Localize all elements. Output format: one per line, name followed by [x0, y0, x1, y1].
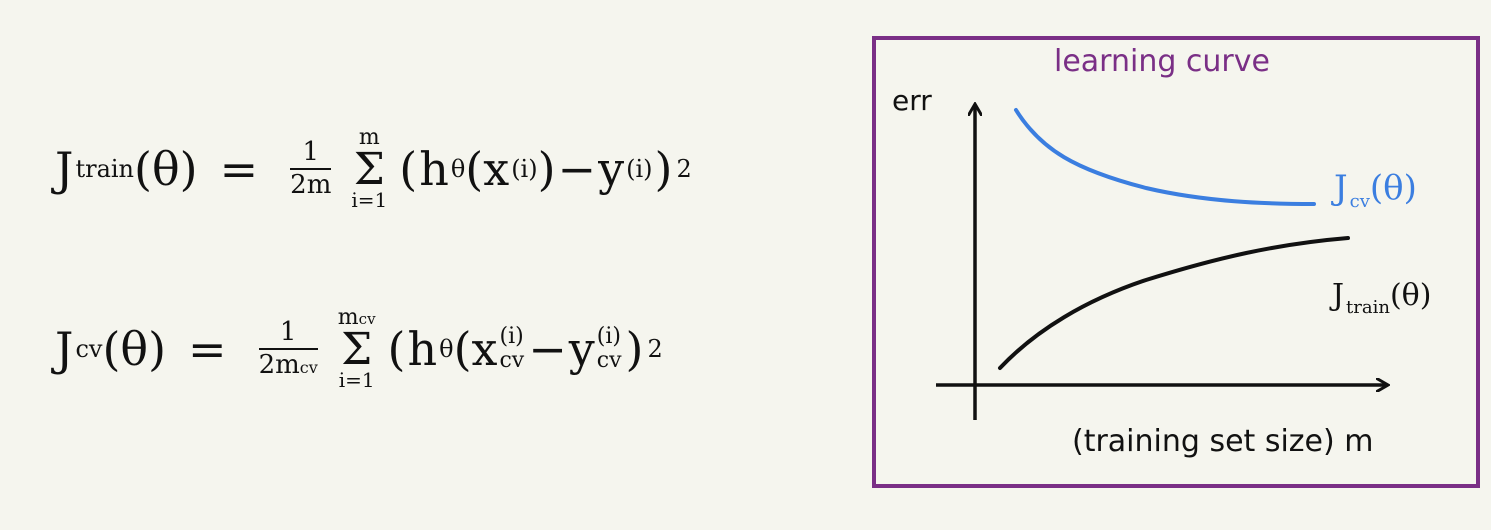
train-subscript: train	[75, 154, 135, 183]
fraction-bar	[290, 167, 332, 170]
train-error-curve	[998, 236, 1350, 370]
fraction: 1 2m	[290, 136, 332, 200]
learning-curve-plot	[936, 40, 1476, 420]
fraction-denominator: 2mcv	[258, 349, 318, 380]
equals-sign: =	[188, 321, 227, 376]
train-label-subscript: train	[1346, 297, 1390, 318]
cv-error-curve	[1014, 108, 1316, 206]
summation: m Σ i=1	[351, 125, 388, 212]
cv-label-subscript: cv	[1349, 191, 1370, 212]
h-theta-subscript: θ	[450, 154, 466, 183]
sum-upper-limit: m	[358, 125, 380, 150]
fraction-numerator: 1	[302, 136, 320, 167]
cv-subscript: cv	[75, 334, 103, 363]
sum-upper-limit: mcv	[337, 305, 376, 330]
x-term: (x	[453, 321, 498, 376]
sum-lower-limit: i=1	[351, 187, 388, 212]
y-superscript: (i)	[596, 323, 621, 349]
y-cv-subscript: cv	[596, 347, 622, 373]
cv-label-argument: (θ)	[1369, 168, 1417, 208]
denominator-text: 2m	[258, 349, 300, 380]
x-axis-label: (training set size) m	[1072, 424, 1374, 459]
square-exponent: 2	[676, 154, 692, 183]
h-theta-subscript: θ	[439, 334, 454, 363]
panel-title: learning curve	[1054, 44, 1270, 79]
x-superscript: (i)	[511, 154, 538, 183]
h-symbol: h	[407, 321, 438, 376]
y-symbol: y	[598, 141, 625, 196]
y-superscript: (i)	[626, 154, 653, 183]
minus-sign: −	[557, 141, 597, 196]
equals-sign: =	[219, 141, 259, 196]
x-scripts: (i) cv	[499, 323, 525, 373]
sum-upper-m: m	[337, 305, 359, 330]
train-label-j: J	[1332, 278, 1345, 313]
x-term: (x	[465, 141, 510, 196]
denominator-cv-subscript: cv	[299, 357, 318, 377]
open-paren: (	[399, 141, 418, 196]
sum-upper-cv-subscript: cv	[358, 310, 376, 328]
theta-argument: (θ)	[102, 321, 167, 376]
theta-argument: (θ)	[134, 141, 198, 196]
sum-lower-limit: i=1	[338, 367, 375, 392]
j-symbol: J	[55, 321, 74, 376]
fraction-numerator: 1	[279, 316, 297, 347]
j-symbol: J	[55, 141, 74, 196]
fraction-bar	[258, 347, 318, 350]
sigma-symbol: Σ	[341, 323, 373, 375]
open-paren: (	[387, 321, 406, 376]
y-symbol: y	[568, 321, 595, 376]
y-axis-label: err	[892, 84, 932, 117]
x-superscript: (i)	[499, 323, 524, 349]
close-x-paren: )	[537, 141, 556, 196]
train-label-argument: (θ)	[1389, 278, 1432, 313]
cv-label-j: J	[1334, 168, 1348, 208]
y-scripts: (i) cv	[596, 323, 622, 373]
h-symbol: h	[419, 141, 449, 196]
square-exponent: 2	[647, 334, 663, 363]
fraction: 1 2mcv	[258, 316, 318, 380]
close-paren: )	[654, 141, 673, 196]
summation: mcv Σ i=1	[337, 305, 376, 392]
x-cv-subscript: cv	[499, 347, 525, 373]
sigma-symbol: Σ	[353, 143, 385, 195]
fraction-denominator: 2m	[290, 169, 332, 200]
minus-sign: −	[528, 321, 567, 376]
close-paren: )	[625, 321, 644, 376]
